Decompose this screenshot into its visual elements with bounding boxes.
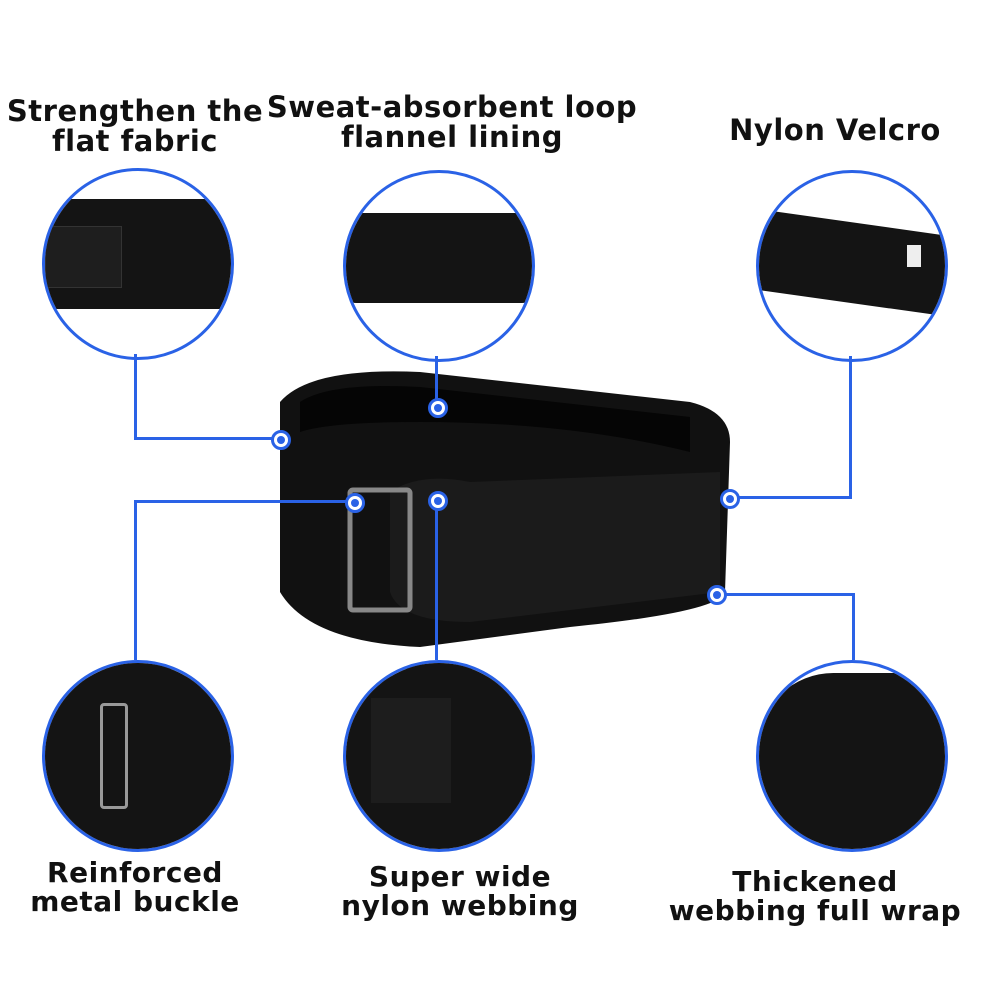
label-line: Thickened bbox=[732, 865, 898, 898]
label-line: Super wide bbox=[368, 860, 552, 893]
connector-line bbox=[134, 500, 137, 660]
detail-wrap bbox=[756, 660, 948, 852]
belt-image bbox=[280, 371, 730, 647]
connector-line bbox=[134, 437, 278, 440]
connector-line bbox=[435, 356, 438, 406]
connector-line bbox=[435, 505, 438, 660]
hotspot-wrap[interactable] bbox=[707, 585, 727, 605]
hotspot-webbing[interactable] bbox=[428, 491, 448, 511]
connector-line bbox=[730, 496, 852, 499]
label-line: flannel lining bbox=[341, 120, 563, 155]
detail-webbing bbox=[343, 660, 535, 852]
hotspot-flat-fabric[interactable] bbox=[271, 430, 291, 450]
detail-lining bbox=[343, 170, 535, 362]
label-line: Nylon Velcro bbox=[729, 113, 941, 147]
label-line: nylon webbing bbox=[341, 889, 579, 923]
detail-velcro bbox=[756, 170, 948, 362]
hotspot-velcro[interactable] bbox=[720, 489, 740, 509]
connector-line bbox=[134, 500, 354, 503]
detail-buckle bbox=[42, 660, 234, 852]
label-line: Sweat-absorbent loop bbox=[266, 90, 638, 124]
label-line: Reinforced bbox=[47, 856, 223, 889]
label-line: webbing full wrap bbox=[668, 894, 962, 928]
label-line: flat fabric bbox=[52, 124, 218, 159]
connector-line bbox=[134, 354, 137, 439]
hotspot-lining[interactable] bbox=[428, 398, 448, 418]
connector-line bbox=[849, 356, 852, 498]
connector-line bbox=[852, 593, 855, 660]
label-velcro: Nylon Velcro bbox=[715, 113, 955, 147]
label-line: metal buckle bbox=[30, 885, 240, 919]
label-line: Strengthen the bbox=[6, 94, 264, 128]
connector-line bbox=[715, 593, 855, 596]
detail-flat-fabric bbox=[42, 168, 234, 360]
hotspot-buckle[interactable] bbox=[345, 493, 365, 513]
